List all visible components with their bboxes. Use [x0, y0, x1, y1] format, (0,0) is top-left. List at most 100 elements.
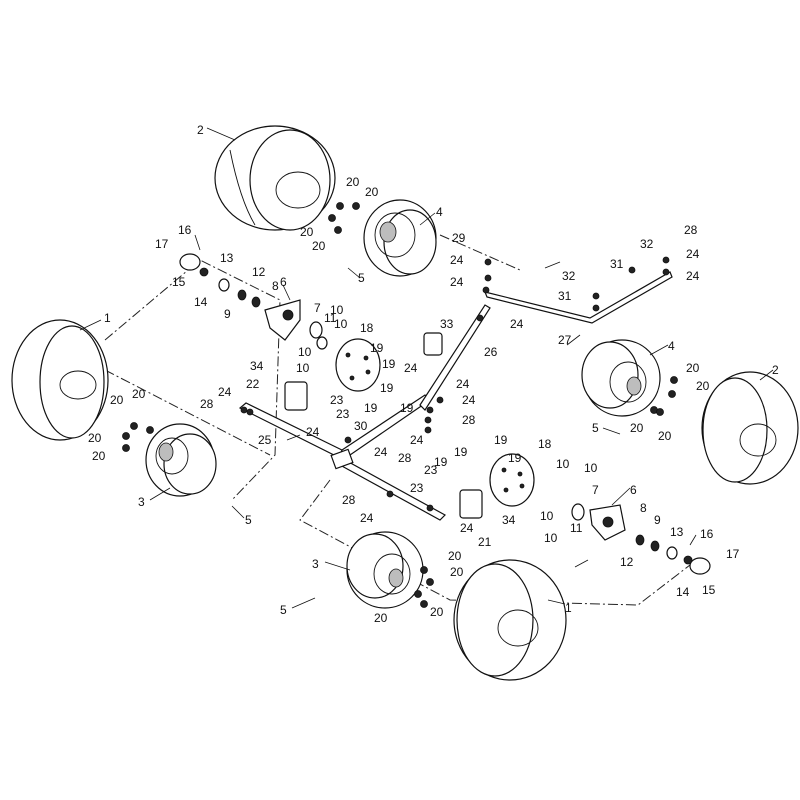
label-5-top: 5 [358, 271, 365, 285]
label-23a: 23 [330, 393, 344, 407]
label-12-left: 12 [252, 265, 266, 279]
label-9-left: 9 [224, 307, 231, 321]
label-5-right: 5 [592, 421, 599, 435]
label-4-top: 4 [436, 205, 443, 219]
label-24-top3: 24 [510, 317, 524, 331]
label-20k: 20 [630, 421, 644, 435]
tire-bottom [453, 559, 567, 681]
label-6-right: 6 [630, 483, 637, 497]
wheel-rim-right [581, 339, 661, 417]
label-10e: 10 [556, 457, 570, 471]
label-10b: 10 [334, 317, 348, 331]
label-6-left: 6 [280, 275, 287, 289]
label-24-mid7: 24 [410, 433, 424, 447]
label-34-right: 34 [502, 513, 516, 527]
label-28-lower: 28 [342, 493, 356, 507]
label-8-left: 8 [272, 279, 279, 293]
label-20a: 20 [346, 175, 360, 189]
label-11-left: 11 [324, 311, 337, 325]
label-19e: 19 [400, 401, 414, 415]
label-10a: 10 [330, 303, 344, 317]
label-23c: 23 [424, 463, 438, 477]
label-24-right1: 24 [686, 247, 700, 261]
label-7-left: 7 [314, 301, 321, 315]
label-27: 27 [558, 333, 572, 347]
label-24-top2: 24 [450, 275, 464, 289]
label-8-right: 8 [640, 501, 647, 515]
label-24-mid3: 24 [306, 425, 320, 439]
label-19i: 19 [434, 455, 448, 469]
label-5-bottom: 5 [280, 603, 287, 617]
wheel-rim-top [363, 199, 437, 277]
label-32b: 32 [562, 269, 576, 283]
label-19a: 19 [370, 341, 384, 355]
label-25: 25 [258, 433, 272, 447]
label-20j: 20 [696, 379, 710, 393]
label-28-right: 28 [684, 223, 698, 237]
wheel-rim-bottom [346, 531, 424, 609]
label-19g: 19 [494, 433, 508, 447]
label-15-right: 15 [702, 583, 716, 597]
axle-linkage [238, 271, 673, 521]
label-24-mid6: 24 [374, 445, 388, 459]
label-24-mid5: 24 [462, 393, 476, 407]
label-20h: 20 [92, 449, 106, 463]
label-28-mid: 28 [462, 413, 476, 427]
label-20i: 20 [686, 361, 700, 375]
label-31b: 31 [558, 289, 572, 303]
label-10g: 10 [540, 509, 554, 523]
centerline-front-right [439, 234, 521, 271]
label-13-right: 13 [670, 525, 684, 539]
tire-left [11, 319, 109, 441]
label-33: 33 [440, 317, 454, 331]
label-1-bottom: 1 [565, 601, 572, 615]
label-30: 30 [354, 419, 368, 433]
label-24-right2: 24 [686, 269, 700, 283]
label-10d: 10 [296, 361, 310, 375]
label-24-mid2: 24 [218, 385, 232, 399]
label-20b: 20 [365, 185, 379, 199]
label-18-left: 18 [360, 321, 374, 335]
centerline-rear-right [299, 479, 691, 606]
label-2-top: 2 [197, 123, 204, 137]
label-17-right: 17 [726, 547, 740, 561]
label-21: 21 [478, 535, 492, 549]
label-17-left: 17 [155, 237, 169, 251]
label-10h: 10 [544, 531, 558, 545]
label-19c: 19 [380, 381, 394, 395]
label-11-right: 11 [570, 521, 583, 535]
label-20o: 20 [430, 605, 444, 619]
wheel-rim-left [145, 423, 217, 497]
label-20g: 20 [88, 431, 102, 445]
label-19d: 19 [364, 401, 378, 415]
tire-right [701, 371, 799, 485]
label-1-left: 1 [104, 311, 111, 325]
label-14-right: 14 [676, 585, 690, 599]
leader-lines [79, 127, 774, 609]
label-12-right: 12 [620, 555, 634, 569]
label-26: 26 [484, 345, 498, 359]
label-24-lower2: 24 [460, 521, 474, 535]
label-2-right: 2 [772, 363, 779, 377]
centerline-left-lower [104, 369, 271, 456]
label-7-right: 7 [592, 483, 599, 497]
label-20l: 20 [658, 429, 672, 443]
label-20f: 20 [132, 387, 146, 401]
label-31a: 31 [610, 257, 624, 271]
label-16-left: 16 [178, 223, 192, 237]
part-labels: 2 20 20 4 20 20 5 16 17 13 12 15 8 6 14 … [88, 123, 779, 625]
label-20e: 20 [110, 393, 124, 407]
label-34-left: 34 [250, 359, 264, 373]
label-28-mid2: 28 [398, 451, 412, 465]
label-19h: 19 [508, 451, 522, 465]
label-24-mid1: 24 [404, 361, 418, 375]
label-14-left: 14 [194, 295, 208, 309]
label-20p: 20 [374, 611, 388, 625]
label-9-right: 9 [654, 513, 661, 527]
label-15-left: 15 [172, 275, 186, 289]
label-10f: 10 [584, 461, 598, 475]
label-5-left: 5 [245, 513, 252, 527]
label-29: 29 [452, 231, 466, 245]
label-3-left: 3 [138, 495, 145, 509]
